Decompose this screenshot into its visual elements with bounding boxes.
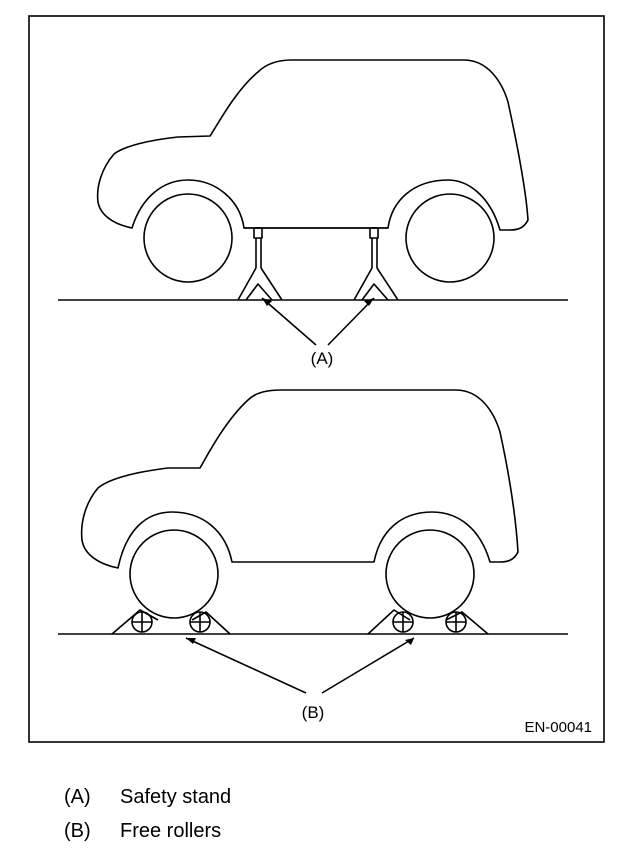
legend-item-a: (A) Safety stand xyxy=(64,786,231,809)
rear-wheel-top xyxy=(405,193,495,283)
arrowhead-b-left xyxy=(186,638,196,644)
front-wheel-top xyxy=(143,193,233,283)
legend-key: (B) xyxy=(64,820,91,842)
free-roller-3 xyxy=(392,611,414,633)
arrowhead-a-left xyxy=(262,298,272,306)
callout-label-b: (B) xyxy=(302,703,325,722)
front-wheel-bottom xyxy=(129,529,219,619)
rear-wheel-bottom xyxy=(385,529,475,619)
roller-cradle-front xyxy=(111,609,231,635)
safety-stand-left xyxy=(237,227,283,301)
car-body-top xyxy=(96,59,529,231)
car-on-safety-stands xyxy=(58,59,568,346)
arrowhead-b-right xyxy=(405,638,414,645)
roller-cradle-rear xyxy=(367,609,489,635)
free-roller-2 xyxy=(189,611,211,633)
car-on-free-rollers xyxy=(58,389,568,694)
car-body-bottom xyxy=(80,389,519,569)
legend-text: Safety stand xyxy=(120,786,232,808)
legend-key: (A) xyxy=(64,786,91,808)
legend-text: Free rollers xyxy=(120,820,222,842)
safety-stand-right xyxy=(353,227,399,301)
leader-line-a-right xyxy=(327,297,375,346)
leader-line-a-left xyxy=(261,297,317,346)
callout-label-a: (A) xyxy=(311,349,334,368)
leader-line-b-right xyxy=(321,637,415,694)
figure-code: EN-00041 xyxy=(524,719,592,736)
free-roller-1 xyxy=(131,611,153,633)
free-roller-4 xyxy=(445,611,467,633)
figure-frame xyxy=(28,15,605,743)
legend-item-b: (B) Free rollers xyxy=(64,820,221,843)
arrowhead-a-right xyxy=(364,298,374,306)
leader-line-b-left xyxy=(185,637,307,694)
